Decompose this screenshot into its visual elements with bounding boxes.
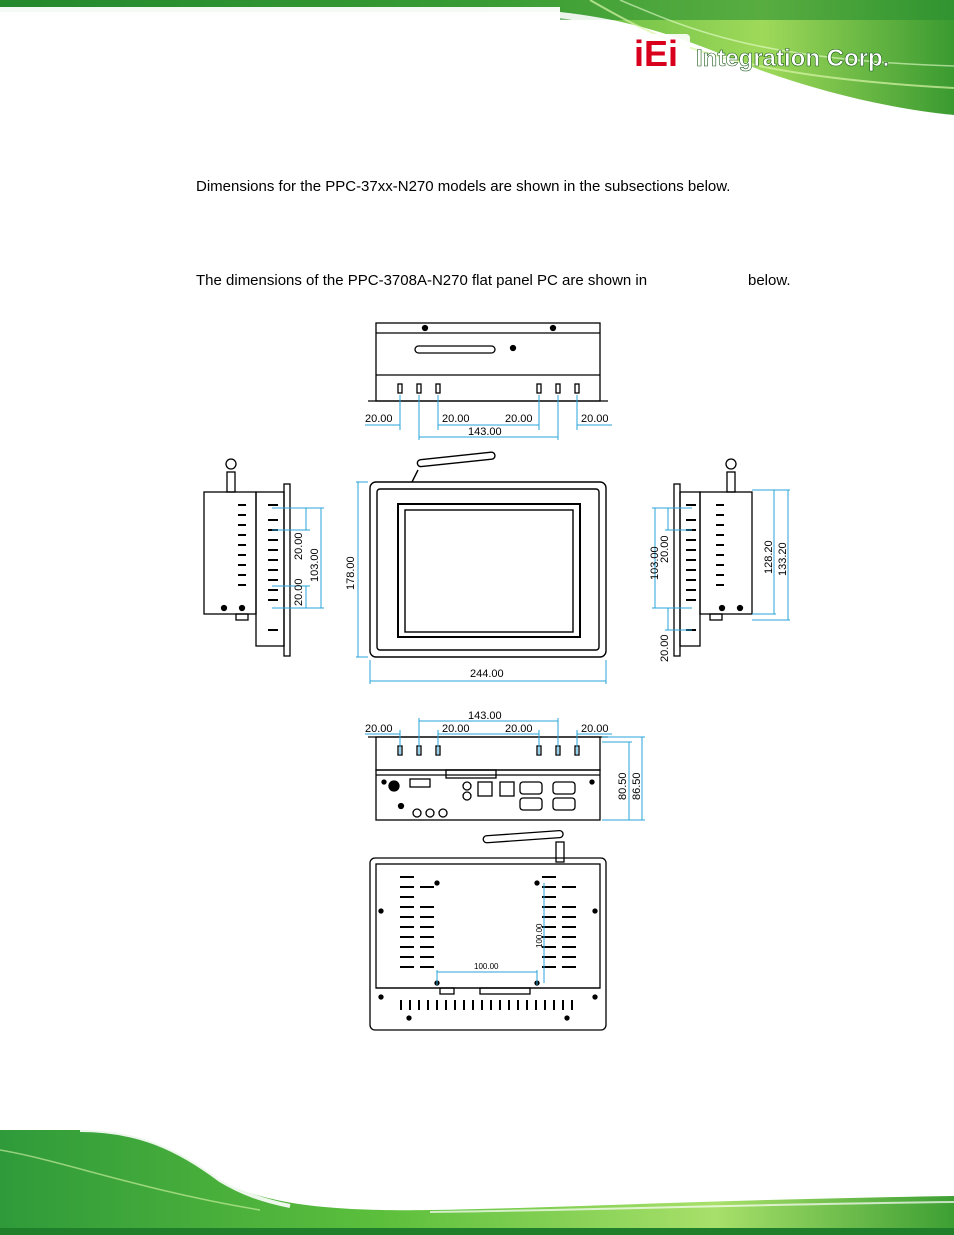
front-dim-width: 244.00 bbox=[470, 668, 504, 680]
bottom-dim-1: 20.00 bbox=[365, 723, 393, 735]
bottom-dim-4: 20.00 bbox=[581, 723, 609, 735]
top-dim-1: 20.00 bbox=[365, 413, 393, 425]
top-dim-4: 20.00 bbox=[581, 413, 609, 425]
rear-dim-height: 100.00 bbox=[535, 923, 544, 948]
top-dim-2: 20.00 bbox=[442, 413, 470, 425]
bottom-dim-3: 20.00 bbox=[505, 723, 533, 735]
left-dim-a: 20.00 bbox=[293, 532, 305, 560]
logo-text: Integration Corp. bbox=[696, 45, 889, 72]
bottom-dim-total: 143.00 bbox=[468, 710, 502, 722]
right-dim-a: 103.00 bbox=[649, 546, 661, 580]
rear-dim-width: 100.00 bbox=[474, 962, 499, 971]
intro-paragraph: Dimensions for the PPC-37xx-N270 models … bbox=[196, 178, 731, 195]
bottom-dim-2: 20.00 bbox=[442, 723, 470, 735]
company-logo: iEi Integration Corp. bbox=[628, 28, 918, 74]
dimensions-sentence-end: below. bbox=[748, 272, 791, 289]
left-side-view bbox=[203, 458, 291, 657]
front-view bbox=[369, 451, 607, 658]
right-side-view bbox=[673, 458, 753, 657]
right-dim-b: 20.00 bbox=[659, 535, 671, 563]
bottom-view bbox=[368, 736, 608, 821]
logo-mark: iEi bbox=[634, 33, 678, 74]
left-dim-total: 103.00 bbox=[309, 548, 321, 582]
left-dim-b: 20.00 bbox=[293, 578, 305, 606]
top-view bbox=[368, 322, 608, 402]
footer-banner bbox=[0, 1130, 954, 1235]
top-dim-3: 20.00 bbox=[505, 413, 533, 425]
rear-view bbox=[369, 830, 607, 1031]
dimensions-sentence-start: The dimensions of the PPC-3708A-N270 fla… bbox=[196, 272, 648, 289]
front-dim-height: 178.00 bbox=[345, 556, 357, 590]
header-banner bbox=[0, 0, 954, 115]
right-dim-d: 128.20 bbox=[763, 540, 775, 574]
right-dim-c: 20.00 bbox=[659, 634, 671, 662]
dimension-drawing: 20.00 20.00 20.00 20.00 143.00 178.00 24… bbox=[203, 322, 790, 1031]
bottom-dim-h2: 86.50 bbox=[631, 772, 643, 800]
top-dim-total: 143.00 bbox=[468, 426, 502, 438]
right-dim-e: 133.20 bbox=[777, 542, 789, 576]
bottom-dim-h1: 80.50 bbox=[617, 772, 629, 800]
